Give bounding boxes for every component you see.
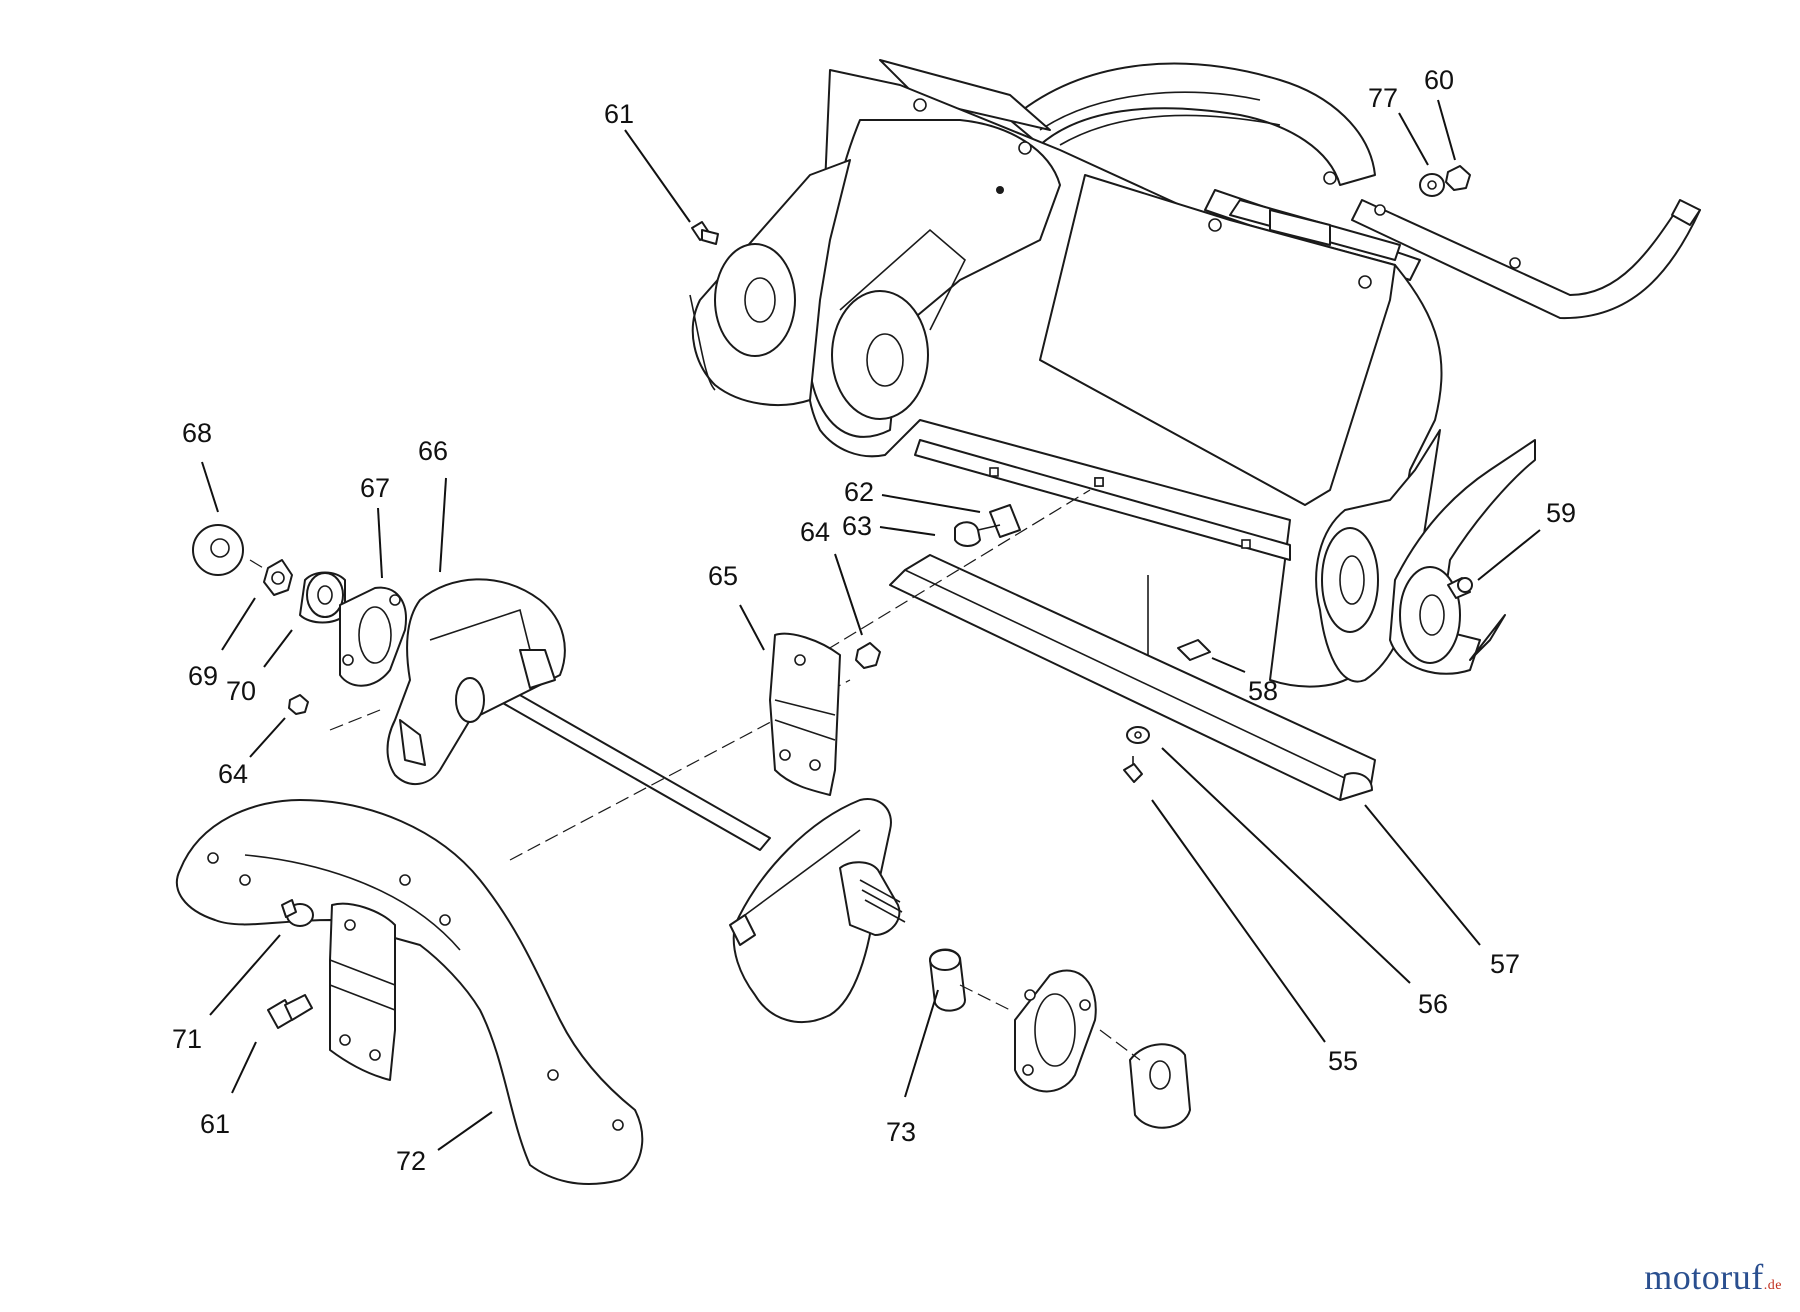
callout-labels: 61 77 60 68 66 67 62 63 64 65 59 69 70 5… bbox=[172, 65, 1576, 1176]
callout-70: 70 bbox=[226, 676, 256, 706]
leader-lines bbox=[201, 99, 1541, 1151]
left-bearing-parts bbox=[192, 524, 407, 715]
callout-73: 73 bbox=[886, 1117, 916, 1147]
paddle-65 bbox=[769, 632, 881, 796]
small-hardware bbox=[691, 165, 1473, 783]
callout-61-upper: 61 bbox=[604, 99, 634, 129]
callout-65: 65 bbox=[708, 561, 738, 591]
callout-67: 67 bbox=[360, 473, 390, 503]
callout-55: 55 bbox=[1328, 1046, 1358, 1076]
auger-housing bbox=[689, 59, 1701, 688]
callout-72: 72 bbox=[396, 1146, 426, 1176]
callout-56: 56 bbox=[1418, 989, 1448, 1019]
callout-59: 59 bbox=[1546, 498, 1576, 528]
scraper-bar bbox=[889, 554, 1376, 801]
callout-60: 60 bbox=[1424, 65, 1454, 95]
callout-63: 63 bbox=[842, 511, 872, 541]
watermark-suffix: .de bbox=[1763, 1278, 1782, 1293]
auger-flight-72 bbox=[175, 799, 644, 1186]
callout-61-lower: 61 bbox=[200, 1109, 230, 1139]
callout-62: 62 bbox=[844, 477, 874, 507]
callout-66: 66 bbox=[418, 436, 448, 466]
callout-69: 69 bbox=[188, 661, 218, 691]
callout-64-upper: 64 bbox=[800, 517, 830, 547]
watermark-brand: motoruf bbox=[1644, 1257, 1764, 1297]
callout-58: 58 bbox=[1248, 676, 1278, 706]
auger-assembly bbox=[249, 489, 1191, 1129]
callout-68: 68 bbox=[182, 418, 212, 448]
callout-64-lower: 64 bbox=[218, 759, 248, 789]
callout-57: 57 bbox=[1490, 949, 1520, 979]
callout-71: 71 bbox=[172, 1024, 202, 1054]
watermark-logo: motoruf.de bbox=[1644, 1256, 1782, 1298]
callout-77: 77 bbox=[1368, 83, 1398, 113]
